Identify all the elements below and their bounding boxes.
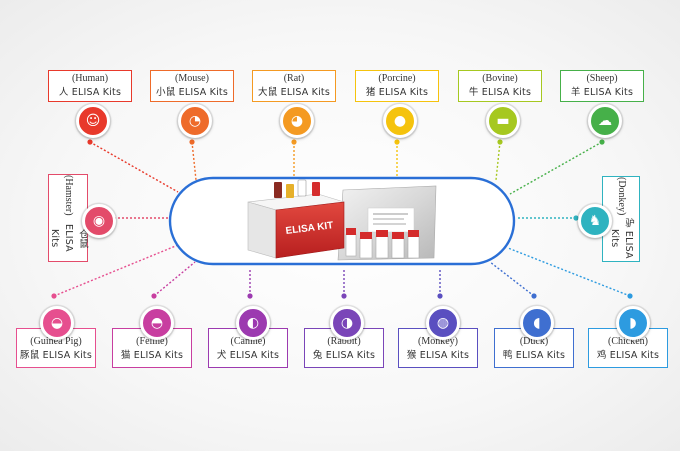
species-label-rat[interactable]: (Rat) 大鼠 ELISA Kits (252, 70, 336, 102)
species-label-sheep[interactable]: (Sheep) 羊 ELISA Kits (560, 70, 644, 102)
human-icon: ☺ (76, 104, 110, 138)
monkey-icon: ◍ (426, 306, 460, 340)
connector-bovine (495, 141, 501, 181)
duck-icon: ◖ (520, 306, 554, 340)
connector-dot-feline (151, 293, 157, 299)
species-label-feline[interactable]: (Feline) 猫 ELISA Kits (112, 328, 192, 368)
species-name-en: (Chicken) (608, 336, 648, 347)
species-name-cn: 豚鼠 ELISA Kits (20, 350, 92, 361)
connector-dot-rabbit (341, 293, 347, 299)
connector-dot-bovine (497, 139, 503, 145)
species-name-cn: 猫 ELISA Kits (120, 350, 184, 361)
species-name-cn: 犬 ELISA Kits (216, 350, 280, 361)
species-name-en: (Bovine) (482, 73, 518, 84)
connector-dot-canine (247, 293, 253, 299)
species-name-cn: 大鼠 ELISA Kits (258, 87, 330, 98)
connector-human (89, 141, 179, 193)
species-label-porcine[interactable]: (Porcine) 猪 ELISA Kits (355, 70, 439, 102)
species-name-cn: 人 ELISA Kits (58, 87, 122, 98)
species-name-cn: 猴 ELISA Kits (406, 350, 470, 361)
species-name-cn: 小鼠 ELISA Kits (156, 87, 228, 98)
chicken-icon: ◗ (616, 306, 650, 340)
mouse-icon: ◔ (178, 104, 212, 138)
species-label-hamster[interactable]: (Hamster) 仓鼠 ELISA Kits (48, 174, 88, 262)
hamster-icon: ◉ (82, 204, 116, 238)
connector-dot-guinea_pig (51, 293, 57, 299)
species-name-cn: 驴 ELISA Kits (609, 217, 634, 259)
species-name-cn: 羊 ELISA Kits (570, 87, 634, 98)
species-name-en: (Hamster) (63, 175, 74, 216)
connector-dot-human (87, 139, 93, 145)
species-name-en: (Canine) (230, 336, 266, 347)
species-name-cn: 仓鼠 ELISA Kits (49, 224, 88, 253)
dog-icon: ◐ (236, 306, 270, 340)
elisa-kit-illustration: ELISA KIT (168, 176, 516, 266)
donkey-icon: ♞ (578, 204, 612, 238)
species-name-en: (Porcine) (378, 73, 416, 84)
species-name-cn: 兔 ELISA Kits (312, 350, 376, 361)
connector-dot-rat (291, 139, 297, 145)
species-name-cn: 猪 ELISA Kits (365, 87, 429, 98)
connector-chicken (507, 247, 631, 297)
species-name-en: (Donkey) (616, 177, 627, 216)
rabbit-icon: ◑ (330, 306, 364, 340)
species-name-cn: 鸭 ELISA Kits (502, 350, 566, 361)
connector-duck (489, 261, 535, 297)
connector-feline (153, 261, 196, 297)
connector-dot-mouse (189, 139, 195, 145)
species-label-human[interactable]: (Human) 人 ELISA Kits (48, 70, 132, 102)
rat-icon: ◕ (280, 104, 314, 138)
species-name-en: (Rabbit) (327, 336, 361, 347)
species-label-mouse[interactable]: (Mouse) 小鼠 ELISA Kits (150, 70, 234, 102)
species-name-en: (Feline) (136, 336, 168, 347)
elisa-kit-panel: ELISA KIT (168, 176, 516, 266)
species-label-monkey[interactable]: (Monkey) 猴 ELISA Kits (398, 328, 478, 368)
connector-dot-chicken (627, 293, 633, 299)
species-name-cn: 牛 ELISA Kits (468, 87, 532, 98)
kit-box (275, 201, 345, 259)
species-name-en: (Monkey) (418, 336, 458, 347)
species-name-en: (Guinea Pig) (30, 336, 82, 347)
cat-icon: ◓ (140, 306, 174, 340)
pig-icon: ● (383, 104, 417, 138)
connector-dot-monkey (437, 293, 443, 299)
species-label-donkey[interactable]: (Donkey)驴 ELISA Kits (602, 176, 640, 262)
species-name-en: (Rat) (283, 73, 305, 84)
species-name-en: (Mouse) (175, 73, 209, 84)
cow-icon: ▬ (486, 104, 520, 138)
species-name-en: (Duck) (519, 336, 549, 347)
reagent-bottles (345, 228, 420, 259)
guinea-pig-icon: ◒ (40, 306, 74, 340)
species-name-cn: 鸡 ELISA Kits (596, 350, 660, 361)
species-name-en: (Sheep) (586, 73, 618, 84)
connector-sheep (509, 141, 603, 195)
connector-mouse (191, 141, 197, 181)
connector-dot-sheep (599, 139, 605, 145)
connector-dot-porcine (394, 139, 400, 145)
species-name-en: (Human) (71, 73, 109, 84)
connector-dot-duck (531, 293, 537, 299)
connector-dot-donkey (573, 215, 579, 221)
sheep-icon: ☁ (588, 104, 622, 138)
species-label-bovine[interactable]: (Bovine) 牛 ELISA Kits (458, 70, 542, 102)
